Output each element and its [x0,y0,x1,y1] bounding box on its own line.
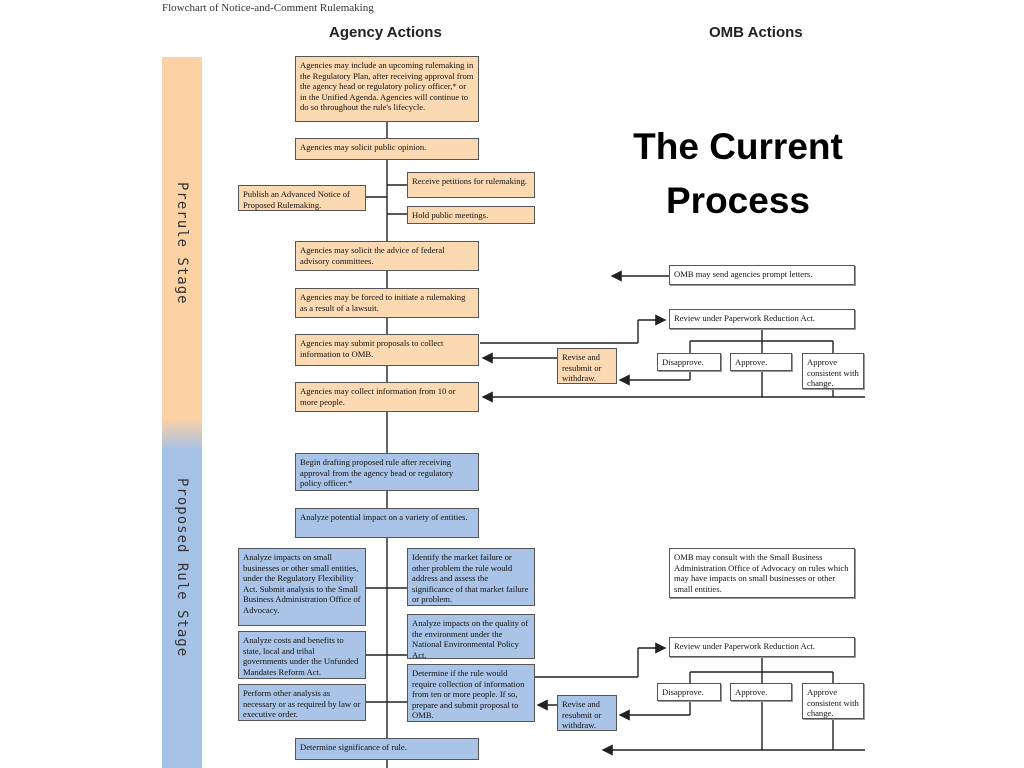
pra-review-box-2: Review under Paperwork Reduction Act. [669,637,855,657]
environment-box: Analyze impacts on the quality of the en… [407,614,535,659]
analyze-variety-box: Analyze potential impact on a variety of… [295,508,479,538]
collect-information-box: Agencies may collect information from 10… [295,382,479,412]
public-meetings-box: Hold public meetings. [407,206,535,224]
begin-drafting-box: Begin drafting proposed rule after recei… [295,453,479,491]
approve-box-2: Approve. [730,683,792,701]
revise-resubmit-box-2: Revise and resubmit or withdraw. [557,695,617,731]
solicit-opinion-box: Agencies may solicit public opinion. [295,138,479,160]
small-business-box: Analyze impacts on small businesses or o… [238,548,366,626]
revise-resubmit-box-1: Revise and resubmit or withdraw. [557,348,617,384]
prerule-stage-label: Prerule Stage [174,182,190,305]
document-title: Flowchart of Notice-and-Comment Rulemaki… [162,2,374,14]
omb-actions-header: OMB Actions [709,24,803,41]
approve-change-box-1: Approve consistent with change. [802,353,864,389]
submit-proposals-box: Agencies may submit proposals to collect… [295,334,479,366]
agency-actions-header: Agency Actions [329,24,442,41]
regulatory-plan-box: Agencies may include an upcoming rulemak… [295,56,479,122]
proposed-stage-bar: Proposed Rule Stage [162,448,202,768]
anprm-box: Publish an Advanced Notice of Proposed R… [238,185,366,211]
prerule-stage-bar: Prerule Stage [162,57,202,450]
petitions-box: Receive petitions for rulemaking. [407,172,535,198]
other-analysis-box: Perform other analysis as necessary or a… [238,684,366,721]
advisory-committees-box: Agencies may solicit the advice of feder… [295,241,479,271]
slide-title-line-2: Process [666,180,810,221]
proposed-stage-label: Proposed Rule Stage [174,478,190,658]
disapprove-box-2: Disapprove. [657,683,721,701]
approve-box-1: Approve. [730,353,792,371]
slide-title: The Current Process [600,120,876,228]
slide-title-line-1: The Current [633,126,843,167]
market-failure-box: Identify the market failure or other pro… [407,548,535,606]
information-collection-box: Determine if the rule would require coll… [407,664,535,722]
sba-consult-box: OMB may consult with the Small Business … [669,548,855,598]
pra-review-box-1: Review under Paperwork Reduction Act. [669,309,855,329]
lawsuit-box: Agencies may be forced to initiate a rul… [295,288,479,318]
significance-box: Determine significance of rule. [295,738,479,760]
prompt-letters-box: OMB may send agencies prompt letters. [669,265,855,285]
approve-change-box-2: Approve consistent with change. [802,683,864,719]
unfunded-mandates-box: Analyze costs and benefits to state, loc… [238,631,366,679]
disapprove-box-1: Disapprove. [657,353,721,371]
